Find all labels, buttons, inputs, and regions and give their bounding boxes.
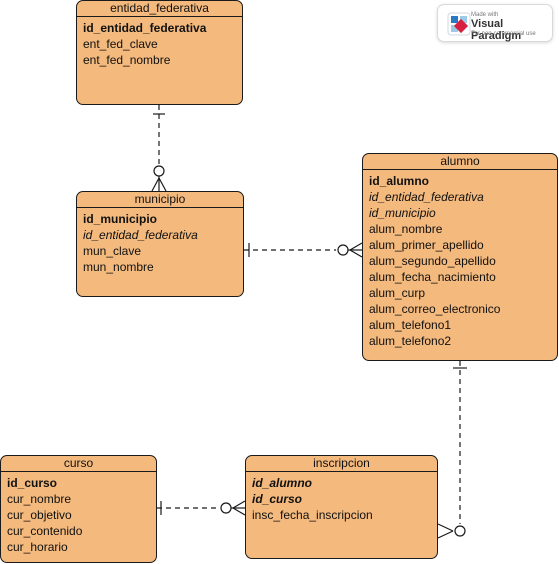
rel-alumno-inscripcion [437,361,467,539]
attr: alum_curp [369,286,426,300]
entity-alumno[interactable]: alumno id_alumno id_entidad_federativa i… [362,153,558,361]
attr: alum_correo_electronico [369,302,501,316]
attr-foreign-key: id_municipio [369,206,436,220]
watermark-made-with: Made with [471,12,499,18]
attr: alum_segundo_apellido [369,254,496,268]
attr: cur_nombre [7,492,72,506]
attr: alum_fecha_nacimiento [369,270,496,284]
attr-primary-foreign-key: id_alumno [252,476,313,490]
attr-primary-key: id_entidad_federativa [83,21,207,35]
attr: insc_fecha_inscripcion [252,508,373,522]
entity-title: curso [1,456,156,472]
attr: cur_objetivo [7,508,72,522]
entity-title: inscripcion [246,456,437,472]
entity-inscripcion[interactable]: inscripcion id_alumno id_curso insc_fech… [245,455,438,559]
attr-primary-key: id_municipio [83,212,158,226]
watermark-license: For non-commercial use [471,31,536,37]
attr: mun_clave [83,244,142,258]
visual-paradigm-badge: Made with Visual Paradigm For non-commer… [437,4,553,42]
watermark-brand: Visual Paradigm [471,18,522,42]
entity-title: alumno [363,154,557,170]
entity-title: entidad_federativa [77,1,242,17]
attr: ent_fed_clave [83,37,158,51]
rel-entidad-municipio [151,105,167,192]
rel-curso-inscripcion [157,500,246,516]
attr: cur_contenido [7,524,83,538]
visual-paradigm-logo-icon [447,12,471,36]
attr: mun_nombre [83,260,154,274]
entity-title: municipio [77,192,243,208]
entity-curso[interactable]: curso id_curso cur_nombre cur_objetivo c… [0,455,157,563]
attr: cur_horario [7,540,68,554]
entity-entidad-federativa[interactable]: entidad_federativa id_entidad_federativa… [76,0,243,105]
attr: alum_telefono2 [369,334,452,348]
attr-primary-key: id_alumno [369,174,430,188]
attr: alum_nombre [369,222,443,236]
attr-foreign-key: id_entidad_federativa [369,190,484,204]
attr: alum_telefono1 [369,318,452,332]
entity-municipio[interactable]: municipio id_municipio id_entidad_federa… [76,191,244,297]
attr-foreign-key: id_entidad_federativa [83,228,198,242]
rel-municipio-alumno [244,242,363,258]
attr-primary-key: id_curso [7,476,58,490]
attr-primary-foreign-key: id_curso [252,492,303,506]
attr: ent_fed_nombre [83,53,171,67]
attr: alum_primer_apellido [369,238,484,252]
